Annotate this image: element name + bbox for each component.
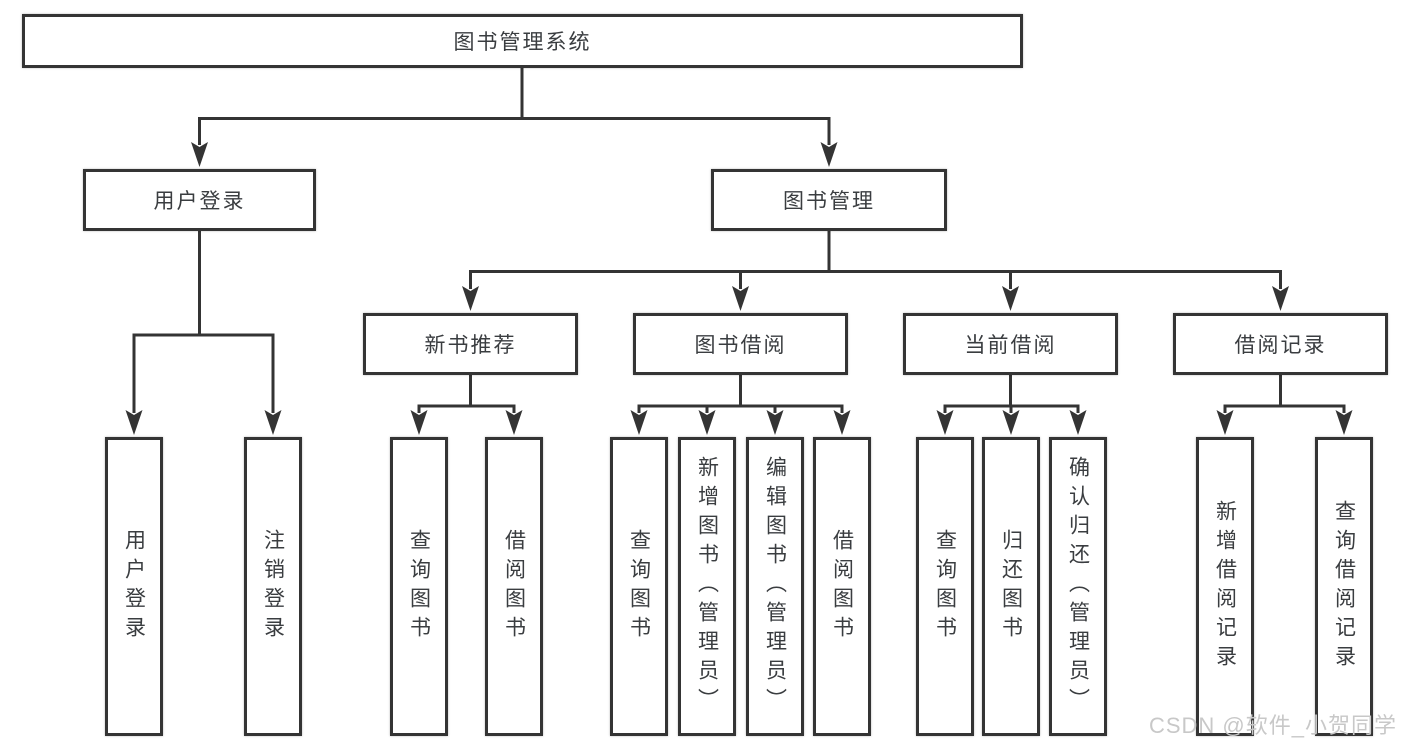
leaf-return-books: 归还图书 bbox=[982, 437, 1040, 736]
node-label: 图书借阅 bbox=[694, 334, 787, 357]
node-current-borrow: 当前借阅 bbox=[903, 313, 1118, 375]
node-label: 用户登录 bbox=[122, 528, 146, 645]
node-label: 借阅记录 bbox=[1234, 334, 1327, 357]
node-label: 查询借阅记录 bbox=[1332, 499, 1356, 674]
node-borrow-records: 借阅记录 bbox=[1173, 313, 1388, 375]
node-label: 查询图书 bbox=[407, 528, 431, 645]
leaf-add-borrow-record: 新增借阅记录 bbox=[1196, 437, 1254, 736]
leaf-add-books-admin: 新增图书（管理员） bbox=[678, 437, 736, 736]
node-label: 借阅图书 bbox=[502, 528, 526, 645]
node-label: 图书管理 bbox=[783, 190, 875, 213]
leaf-confirm-return-admin: 确认归还（管理员） bbox=[1049, 437, 1107, 736]
leaf-query-books-3: 查询图书 bbox=[916, 437, 974, 736]
node-label: 借阅图书 bbox=[830, 528, 854, 645]
node-label: 新增图书（管理员） bbox=[695, 456, 719, 717]
node-new-book-recommend: 新书推荐 bbox=[363, 313, 578, 375]
node-label: 查询图书 bbox=[933, 528, 957, 645]
leaf-borrow-books-1: 借阅图书 bbox=[485, 437, 543, 736]
node-label: 注销登录 bbox=[261, 528, 285, 645]
node-user-login-branch: 用户登录 bbox=[83, 169, 316, 231]
leaf-edit-books-admin: 编辑图书（管理员） bbox=[746, 437, 804, 736]
node-label: 查询图书 bbox=[627, 528, 651, 645]
node-label: 归还图书 bbox=[999, 528, 1023, 645]
leaf-query-borrow-record: 查询借阅记录 bbox=[1315, 437, 1373, 736]
node-label: 用户登录 bbox=[153, 190, 246, 213]
node-book-management-branch: 图书管理 bbox=[711, 169, 947, 231]
node-label: 新书推荐 bbox=[424, 334, 517, 357]
node-book-borrow: 图书借阅 bbox=[633, 313, 848, 375]
node-label: 确认归还（管理员） bbox=[1066, 456, 1090, 717]
leaf-borrow-books-2: 借阅图书 bbox=[813, 437, 871, 736]
node-label: 图书管理系统 bbox=[453, 31, 592, 54]
node-label: 编辑图书（管理员） bbox=[763, 456, 787, 717]
leaf-query-books-1: 查询图书 bbox=[390, 437, 448, 736]
csdn-watermark: CSDN @软件_小贺同学 bbox=[1148, 713, 1397, 738]
node-label: 新增借阅记录 bbox=[1213, 499, 1237, 674]
node-label: 当前借阅 bbox=[964, 334, 1057, 357]
leaf-query-books-2: 查询图书 bbox=[610, 437, 668, 736]
leaf-user-login: 用户登录 bbox=[105, 437, 163, 736]
node-library-management-system: 图书管理系统 bbox=[22, 14, 1023, 68]
leaf-logout: 注销登录 bbox=[244, 437, 302, 736]
